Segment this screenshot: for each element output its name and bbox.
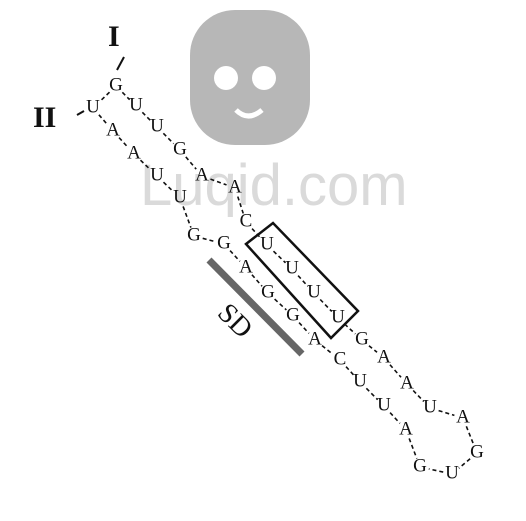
bond-line <box>274 298 287 311</box>
bond-line <box>368 345 378 353</box>
bond-line <box>272 250 287 264</box>
nucleotide: U <box>377 394 391 415</box>
nucleotide: A <box>456 406 470 427</box>
bond-line <box>98 91 111 103</box>
bond-line <box>237 196 244 214</box>
bond-line <box>321 344 334 356</box>
bond-line <box>298 322 310 334</box>
nucleotide: A <box>228 176 242 197</box>
bond-line <box>345 366 355 376</box>
bond-line <box>210 178 227 186</box>
nucleotide: U <box>285 257 299 278</box>
nucleotide: G <box>413 455 427 476</box>
nucleotide: U <box>150 164 164 185</box>
bond-line <box>428 468 444 473</box>
bond-line <box>139 159 152 171</box>
bond-line <box>162 132 175 145</box>
bond-line <box>118 137 129 148</box>
bond-line <box>389 364 402 378</box>
bond-line <box>408 438 418 459</box>
nucleotide: U <box>260 233 274 254</box>
bond-line <box>182 206 192 228</box>
bond-line <box>344 323 356 335</box>
watermark-eye-left <box>214 66 238 90</box>
bond-line <box>389 412 401 424</box>
bond-line <box>319 298 333 313</box>
watermark-eye-right <box>252 66 276 90</box>
nucleotide: U <box>86 96 100 117</box>
nucleotide: A <box>399 418 413 439</box>
bond-line <box>297 275 309 287</box>
nucleotide: A <box>377 346 391 367</box>
nucleotide: C <box>240 210 253 231</box>
nucleotide: G <box>355 328 369 349</box>
bond-line <box>458 458 471 469</box>
bond-line <box>251 274 263 287</box>
nucleotide: U <box>423 396 437 417</box>
nucleotide: A <box>106 119 120 140</box>
watermark-text: Luqid.com <box>140 153 408 218</box>
bond-line <box>229 250 241 262</box>
watermark: Luqid.com <box>140 10 408 218</box>
nucleotide: U <box>150 115 164 136</box>
nucleotide: G <box>187 224 201 245</box>
nucleotide: A <box>400 372 414 393</box>
nucleotide: A <box>308 328 322 349</box>
nucleotide: C <box>334 348 347 369</box>
bond-line <box>412 389 425 403</box>
bond-line <box>162 181 175 193</box>
bond-line <box>251 228 262 239</box>
watermark-avatar <box>190 10 310 145</box>
bonds <box>98 91 475 473</box>
nucleotide: U <box>331 306 345 327</box>
sd-bar <box>206 257 305 357</box>
label-strand-i: I <box>108 20 120 53</box>
nucleotide: G <box>470 441 484 462</box>
bond-line <box>202 237 216 243</box>
nucleotide: U <box>129 94 143 115</box>
nucleotide: A <box>127 142 141 163</box>
strand-i-pointer <box>116 56 125 71</box>
nucleotide: U <box>445 462 459 483</box>
nucleotide: A <box>195 164 209 185</box>
bond-line <box>365 387 379 401</box>
strand-ii-pointer <box>76 110 85 116</box>
label-strand-ii: II <box>33 101 56 134</box>
nucleotide: U <box>307 281 321 302</box>
nucleotide: G <box>261 281 275 302</box>
bond-line <box>141 111 152 122</box>
nucleotide: G <box>286 304 300 325</box>
nucleotide: U <box>353 370 367 391</box>
highlight-box <box>244 221 360 340</box>
nucleotide: G <box>173 138 187 159</box>
bond-line <box>465 426 475 445</box>
bond-line <box>438 409 455 417</box>
nucleotide: G <box>109 74 123 95</box>
nucleotide: G <box>217 232 231 253</box>
bond-line <box>121 91 131 101</box>
watermark-mouth <box>234 108 264 119</box>
bond-line <box>185 156 197 170</box>
nucleotide: U <box>173 186 187 207</box>
nucleotide: A <box>239 256 253 277</box>
bond-line <box>98 114 108 125</box>
